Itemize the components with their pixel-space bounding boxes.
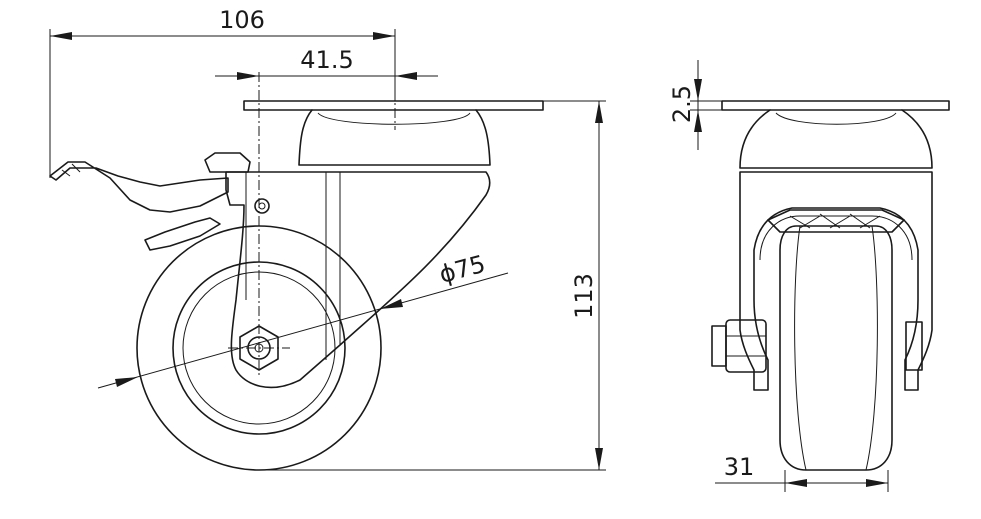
front-axle-nut	[725, 319, 767, 373]
side-pivot-hole	[254, 198, 270, 214]
front-view	[711, 100, 950, 471]
front-wheel	[779, 225, 893, 471]
dim-wheel-width: 31	[724, 453, 755, 481]
front-dimensions: 2.5 31	[668, 60, 889, 492]
side-view	[49, 72, 544, 471]
front-top-plate	[721, 100, 950, 111]
dim-overall-length: 106	[219, 6, 265, 34]
side-swivel-bearing	[298, 109, 491, 166]
dim-wheel-diameter: ϕ75	[436, 250, 488, 289]
dim-overall-height: 113	[570, 273, 598, 319]
dim-plate-thickness: 2.5	[668, 85, 696, 123]
side-brake-lever	[49, 161, 229, 213]
front-swivel-bearing	[739, 109, 933, 169]
front-fork	[739, 171, 933, 391]
front-axle-bolt	[711, 325, 727, 367]
side-fork	[225, 171, 491, 389]
dim-swivel-offset: 41.5	[300, 46, 353, 74]
front-axle-cap	[905, 321, 923, 371]
side-top-plate	[243, 100, 544, 111]
